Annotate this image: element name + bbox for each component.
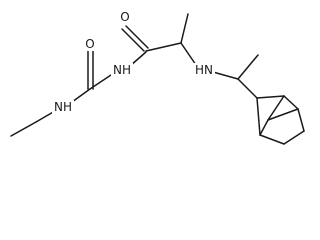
- bond-alpha-c-methyl: [180, 13, 189, 44]
- bond-ring-5: [259, 134, 285, 145]
- bond-amide-c-o-b: [125, 25, 149, 49]
- bond-ch-bicycle: [237, 78, 258, 99]
- bond-carbonyl-imide-n: [89, 72, 115, 90]
- amide-fragment: [121, 25, 182, 67]
- bond-ch-methyl: [237, 54, 259, 80]
- urea-fragment: [71, 50, 115, 103]
- bond-nh-carbonyl: [71, 88, 91, 103]
- bond-ring-1: [256, 95, 285, 99]
- bond-ethyl-ch2-n: [35, 110, 56, 123]
- amide-oxygen-label: O: [120, 10, 129, 24]
- chemical-structure-diagram: O NH NH O HN: [10, 10, 305, 145]
- bond-ring-3: [297, 108, 305, 132]
- alpha-carbon-fragment: [180, 13, 239, 80]
- bond-bridge-3: [267, 95, 285, 121]
- imide-nh-label: NH: [113, 63, 131, 77]
- norbornane-ring: [256, 95, 305, 145]
- bond-ethyl-ch3-ch2: [10, 121, 37, 137]
- bond-bridge-1: [259, 119, 269, 136]
- bond-ring-6: [256, 97, 261, 136]
- bond-alpha-c-amine: [180, 42, 197, 66]
- bond-amide-c-alpha-c: [145, 42, 182, 52]
- bond-amine-ch: [212, 71, 239, 80]
- bond-ring-2: [283, 95, 299, 110]
- amine-hn-label: HN: [195, 63, 213, 77]
- bond-bridge-2: [267, 108, 299, 121]
- ethylidene-fragment: [237, 54, 259, 99]
- bond-amide-c-o-a: [121, 28, 145, 52]
- ethyl-group: [10, 110, 56, 137]
- urea-oxygen-label: O: [85, 37, 94, 51]
- atom-labels: O NH NH O HN: [52, 10, 215, 115]
- urea-nh-ethyl-label: NH: [54, 100, 72, 114]
- bond-ring-4: [283, 130, 305, 145]
